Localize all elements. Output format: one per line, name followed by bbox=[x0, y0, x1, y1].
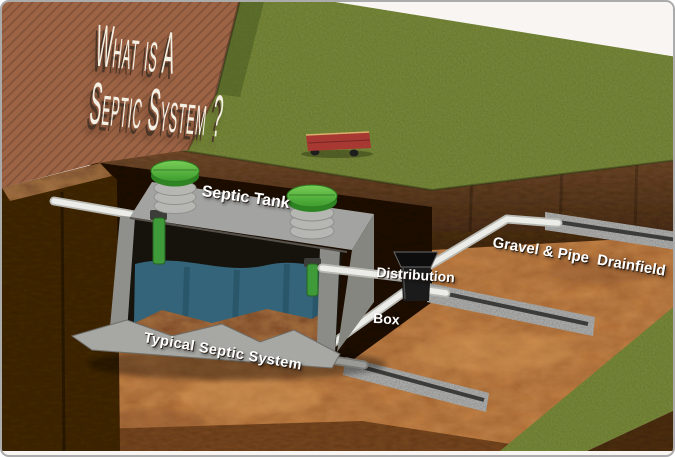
trench-front bbox=[343, 357, 489, 412]
drainfield-trenches bbox=[343, 212, 673, 412]
riser-left bbox=[150, 160, 200, 214]
distribution-box bbox=[393, 251, 439, 301]
lawn-corner bbox=[500, 307, 673, 451]
outlet-pipe bbox=[317, 263, 413, 283]
trench-back bbox=[545, 212, 673, 250]
distribution-box-label-line2: Box bbox=[372, 309, 401, 328]
scene-canvas bbox=[2, 2, 673, 451]
septic-tank bbox=[70, 160, 387, 380]
inlet-baffle bbox=[150, 210, 167, 265]
lawn bbox=[89, 2, 673, 192]
page-title: What is A Septic System ? bbox=[87, 12, 338, 152]
distribution-box-label-line1: Distribution bbox=[375, 264, 456, 286]
trench-middle bbox=[427, 283, 595, 336]
wagon bbox=[301, 131, 373, 158]
outlet-baffle bbox=[304, 258, 321, 297]
distribution-box-label: Distribution Box bbox=[372, 235, 458, 346]
riser-right bbox=[286, 184, 338, 240]
house-wall bbox=[2, 2, 240, 188]
soil-front-edge bbox=[2, 421, 527, 451]
soil-blocks bbox=[2, 163, 120, 451]
